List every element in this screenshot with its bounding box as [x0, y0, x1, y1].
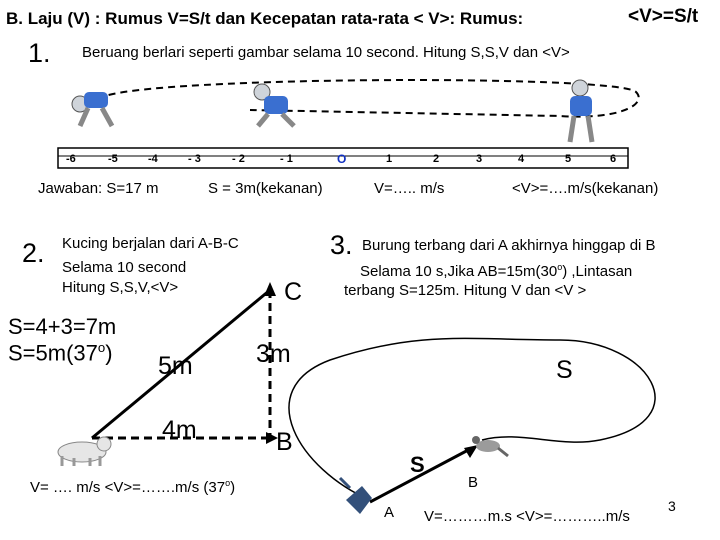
axis-tick: -6 [66, 153, 76, 165]
problem-2-line-1: Kucing berjalan dari A-B-C [62, 235, 239, 252]
axis-tick-origin: O [337, 152, 347, 166]
hypotenuse-label: 5m [158, 352, 193, 380]
problem-1-text: Beruang berlari seperti gambar selama 10… [82, 44, 570, 61]
axis-tick: 4 [518, 153, 525, 165]
problem-3-line-3: terbang S=125m. Hitung V dan <V > [344, 282, 587, 299]
problem-3-line-2-text: Selama 10 s,Jika AB=15m(30 [360, 263, 558, 280]
path-label: S [556, 356, 573, 384]
hypotenuse-line [91, 288, 271, 440]
problem-2-answer-end: ) [230, 479, 236, 496]
bear-figure-2 [253, 83, 296, 128]
axis-tick: -5 [108, 153, 118, 165]
answer-displacement: S = 3m(kekanan) [208, 180, 323, 197]
problem-3-line-1: Burung terbang dari A akhirnya hinggap d… [362, 237, 656, 254]
answer-distance: Jawaban: S=17 m [38, 180, 159, 197]
number-line-bar [57, 147, 629, 169]
problem-2-answer-text: V= …. m/s <V>=…….m/s (37 [30, 479, 226, 496]
problem-2-line-3: Hitung S,S,V,<V> [62, 279, 179, 296]
problem-3-line-2: Selama 10 s,Jika AB=15m(30o) ,Lintasan [360, 262, 632, 280]
point-a-label-3: A [384, 504, 395, 521]
vertical-side-label: 3m [256, 340, 291, 368]
degree-sup: o [225, 478, 231, 488]
degree-sup: o [557, 262, 563, 272]
displacement-arrow [369, 446, 473, 504]
flight-path [288, 337, 656, 501]
axis-tick: 2 [433, 153, 440, 165]
displacement-label: S [410, 452, 425, 477]
bear-figure-1 [71, 92, 115, 128]
answer-average-velocity: <V>=….m/s(kekanan) [512, 180, 659, 197]
point-c-label: C [284, 278, 303, 306]
answer-speed: V=….. m/s [374, 180, 445, 197]
horizontal-side-label: 4m [162, 416, 197, 444]
displacement-arrowhead [464, 445, 478, 458]
work-distance: S=4+3=7m [8, 314, 117, 339]
axis-tick: 5 [565, 153, 572, 165]
cat-figure [57, 436, 112, 466]
problem-2-number: 2. [22, 238, 45, 268]
bear-figure-3 [567, 79, 595, 143]
arrowhead-c [264, 282, 276, 296]
axis-tick: -4 [148, 153, 158, 165]
axis-tick: - 3 [188, 153, 201, 165]
work-displacement: S=5m(37o) [8, 340, 113, 366]
axis-tick: 3 [476, 153, 483, 165]
average-velocity-formula: <V>=S/t [628, 6, 699, 27]
problem-3-answer: V=………m.s <V>=………..m/s [424, 508, 630, 525]
bear-path-dashed [97, 79, 640, 118]
point-b-label-3: B [468, 474, 479, 491]
arrowhead-b [266, 432, 278, 444]
problem-1-number: 1. [28, 38, 51, 68]
work-displacement-end: ) [105, 340, 113, 366]
section-title: B. Laju (V) : Rumus V=S/t dan Kecepatan … [6, 9, 524, 28]
axis-tick: 1 [386, 153, 393, 165]
axis-tick: - 1 [280, 153, 293, 165]
work-displacement-text: S=5m(37 [8, 340, 98, 366]
problem-2-line-2: Selama 10 second [62, 259, 187, 276]
page-number: 3 [668, 498, 676, 514]
axis-tick: 6 [610, 153, 617, 165]
point-b-label: B [276, 428, 293, 456]
bird-figure-a [338, 476, 372, 514]
axis-tick: - 2 [232, 153, 245, 165]
problem-2-answer: V= …. m/s <V>=…….m/s (37o) [30, 478, 235, 496]
problem-3-number: 3. [330, 230, 353, 260]
bird-figure-b [472, 436, 509, 458]
degree-sup: o [97, 340, 106, 355]
problem-3-line-2-end: ) ,Lintasan [562, 263, 633, 280]
